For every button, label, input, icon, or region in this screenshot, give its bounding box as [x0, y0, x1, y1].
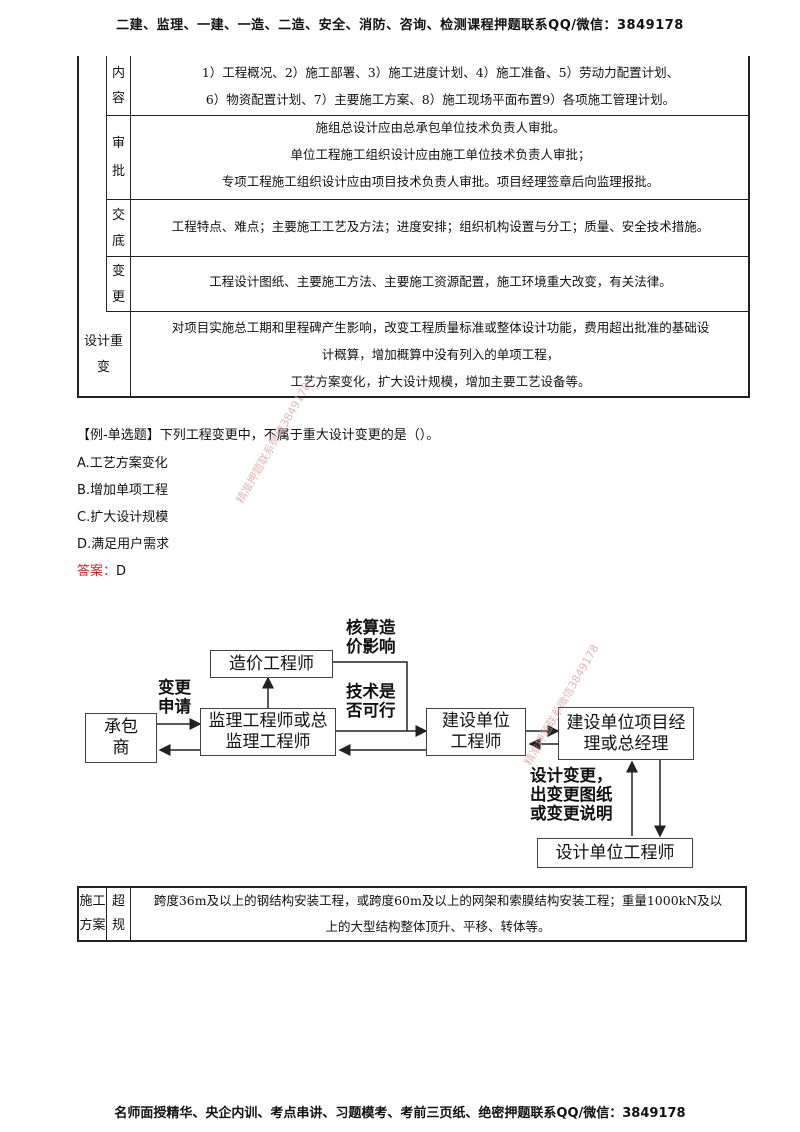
supervisor-box: 监理工程师或总监理工程师 [200, 708, 336, 756]
owner-engineer-box: 建设单位工程师 [426, 708, 526, 756]
content-line: 跨度36m及以上的钢结构安装工程，或跨度60m及以上的网架和索膜结构安装工程；重… [153, 893, 723, 908]
row-label-content: 内容 [107, 56, 131, 116]
table-row-design-change [77, 312, 750, 398]
table-row [107, 200, 750, 257]
label-change-request: 变更申请 [158, 678, 191, 716]
option-a: A.工艺方案变化 [77, 456, 168, 471]
row-content-lines: 对项目实施总工期和里程碑产生影响，改变工程质量标准或整体设计功能，费用超出批准的… [131, 314, 750, 395]
table-row [107, 56, 750, 116]
label-cost-impact: 核算造价影响 [346, 618, 396, 656]
change-flow-diagram: 承包商 监理工程师或总监理工程师 造价工程师 建设单位工程师 建设单位项目经理或… [0, 600, 800, 880]
row-label-change: 变更 [107, 257, 131, 312]
option-c: C.扩大设计规模 [77, 510, 169, 525]
option-d: D.满足用户需求 [77, 537, 170, 552]
table-left-column [77, 56, 107, 312]
row-content-lines: 施组总设计应由总承包单位技术负责人审批。 单位工程施工组织设计应由施工单位技术负… [131, 114, 750, 195]
content-line: 工艺方案变化，扩大设计规模，增加主要工艺设备等。 [290, 374, 591, 389]
content-line: 6）物资配置计划、7）主要施工方案、8）施工现场平面布置9）各项施工管理计划。 [205, 92, 676, 107]
page-footer: 名师面授精华、央企内训、考点串讲、习题模考、考前三页纸、绝密押题联系QQ/微信：… [114, 1106, 686, 1121]
content-line: 工程设计图纸、主要施工方法、主要施工资源配置，施工环境重大改变，有关法律。 [209, 274, 672, 289]
construction-plan-table: 内容 1）工程概况、2）施工部署、3）施工进度计划、4）施工准备、5）劳动力配置… [77, 56, 750, 398]
col-oversize: 超规 [107, 888, 131, 940]
answer-line: 答案：D [77, 560, 126, 579]
col-construction-scheme: 施工方案 [79, 888, 107, 940]
content-line: 1）工程概况、2）施工部署、3）施工进度计划、4）施工准备、5）劳动力配置计划、 [201, 65, 680, 80]
label-design-change: 设计变更，出变更图纸或变更说明 [530, 766, 613, 823]
table-row [107, 116, 750, 200]
content-line: 工程特点、难点；主要施工工艺及方法；进度安排；组织机构设置与分工；质量、安全技术… [171, 219, 710, 234]
line-cost-to-owner [333, 661, 408, 731]
scheme-content: 跨度36m及以上的钢结构安装工程，或跨度60m及以上的网架和索膜结构安装工程；重… [131, 888, 745, 940]
special-scheme-table: 施工方案 超规 跨度36m及以上的钢结构安装工程，或跨度60m及以上的网架和索膜… [77, 886, 747, 942]
row-label-briefing: 交底 [107, 200, 131, 257]
question-stem: 【例-单选题】下列工程变更中，不属于重大设计变更的是（）。 [77, 424, 439, 443]
content-line: 施组总设计应由总承包单位技术负责人审批。 [315, 120, 566, 135]
content-line: 单位工程施工组织设计应由施工单位技术负责人审批； [290, 147, 591, 162]
contractor-box: 承包商 [85, 713, 157, 763]
content-line: 上的大型结构整体顶升、平移、转体等。 [325, 919, 551, 934]
label-tech-feasible: 技术是否可行 [346, 682, 396, 720]
content-line: 专项工程施工组织设计应由项目技术负责人审批。项目经理签章后向监理报批。 [221, 174, 660, 189]
cost-engineer-box: 造价工程师 [210, 650, 333, 678]
answer-label: 答案： [77, 564, 117, 579]
design-engineer-box: 设计单位工程师 [537, 838, 693, 868]
row-content-lines: 工程设计图纸、主要施工方法、主要施工资源配置，施工环境重大改变，有关法律。 [131, 268, 750, 295]
question-text: 下列工程变更中，不属于重大设计变更的是（）。 [159, 428, 440, 443]
answer-value: D [116, 564, 127, 579]
row-label-design-change: 设计重变 [77, 312, 131, 398]
option-b: B.增加单项工程 [77, 483, 169, 498]
page-header: 二建、监理、一建、一造、二造、安全、消防、咨询、检测课程押题联系QQ/微信：38… [116, 18, 684, 33]
table-row [107, 257, 750, 312]
owner-pm-box: 建设单位项目经理或总经理 [558, 707, 694, 760]
row-label-approval: 审批 [107, 116, 131, 200]
question-tag: 【例-单选题】 [77, 428, 160, 443]
row-content-lines: 1）工程概况、2）施工部署、3）施工进度计划、4）施工准备、5）劳动力配置计划、… [131, 59, 750, 113]
content-line: 对项目实施总工期和里程碑产生影响，改变工程质量标准或整体设计功能，费用超出批准的… [171, 320, 710, 335]
row-content-lines: 工程特点、难点；主要施工工艺及方法；进度安排；组织机构设置与分工；质量、安全技术… [131, 213, 750, 240]
flow-connectors [157, 661, 666, 838]
content-line: 计概算，增加概算中没有列入的单项工程， [321, 347, 560, 362]
